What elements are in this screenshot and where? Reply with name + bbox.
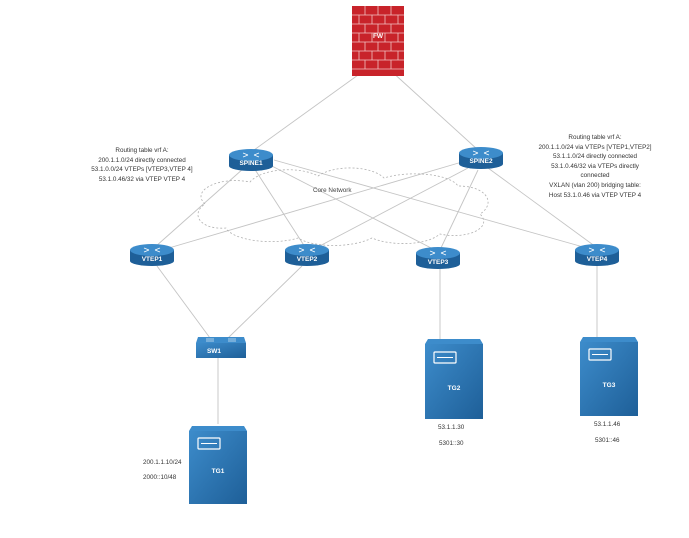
firewall-icon: FW: [352, 6, 404, 76]
tg2-ipv4: 53.1.1.30: [438, 424, 465, 431]
vtep4-label: VTEP4: [587, 256, 608, 263]
router-icon-spine1: SPINE1: [229, 149, 273, 171]
server-icon-tg2: TG2: [425, 339, 483, 419]
tg3-ipv6: 5301::46: [595, 437, 620, 444]
link-spine1-vtep4: [273, 159, 595, 251]
tg1-label: TG1: [212, 468, 225, 475]
tg3-ipv4: 53.1.1.46: [594, 421, 621, 428]
link-fw-spine1: [253, 69, 366, 151]
link-spine2-vtep4: [487, 167, 597, 248]
router-icon-vtep1: VTEP1: [130, 244, 174, 266]
note-line: 200.1.1.0/24 directly connected: [98, 156, 186, 164]
sw1-label: SW1: [207, 348, 221, 355]
tg1-ipv4: 200.1.1.10/24: [143, 459, 182, 466]
spine1-label: SPINE1: [239, 160, 263, 167]
note-line: 53.1.0.0/24 VTEPs [VTEP3,VTEP 4]: [91, 166, 193, 174]
link-vtep2-sw1: [227, 265, 303, 339]
tg1-ipv6: 2000::10/48: [143, 474, 177, 481]
core-network-cloud: [197, 167, 489, 246]
firewall-label: FW: [373, 33, 384, 40]
router-icon-vtep3: VTEP3: [416, 247, 460, 269]
note-line: Routing table vrf A:: [568, 134, 622, 141]
link-fw-spine2: [389, 69, 479, 151]
router-icon-spine2: SPINE2: [459, 147, 503, 169]
link-vtep1-sw1: [156, 265, 211, 339]
server-icon-tg3: TG3: [580, 337, 638, 416]
vtep3-label: VTEP3: [428, 259, 449, 266]
tg2-ipv6: 5301::30: [439, 440, 464, 447]
note-line: 53.1.1.0/24 directly connected: [552, 153, 637, 161]
link-spine1-vtep1: [154, 167, 245, 248]
switch-icon-sw1: SW1: [196, 337, 246, 358]
tg2-label: TG2: [448, 385, 461, 392]
server-icon-tg1: TG1: [189, 426, 247, 504]
link-spine2-vtep2: [311, 167, 469, 251]
note-line: Host 53.1.0.46 via VTEP VTEP 4: [548, 191, 642, 199]
link-spine2-vtep1: [161, 161, 463, 251]
link-spine2-vtep3: [439, 169, 479, 251]
core-network-label: Core Network: [313, 187, 352, 194]
note-line: 200.1.1.0/24 via VTEPs [VTEP1,VTEP2]: [538, 143, 652, 151]
spine1-routing-note: Routing table vrf A: 200.1.1.0/24 direct…: [82, 146, 202, 184]
spine2-label: SPINE2: [469, 158, 493, 165]
router-icon-vtep4: VTEP4: [575, 244, 619, 266]
note-line: Routing table vrf A:: [115, 147, 169, 154]
tg3-label: TG3: [603, 382, 616, 389]
vtep1-label: VTEP1: [142, 256, 163, 263]
link-spine1-vtep3: [267, 163, 436, 251]
note-line: 53.1.0.46/32 via VTEPs directly: [551, 162, 639, 170]
link-spine1-vtep2: [253, 167, 306, 248]
note-line: connected: [580, 172, 610, 180]
note-line: VXLAN (vlan 200) bridging table:: [549, 181, 641, 189]
links: [154, 69, 598, 424]
vtep2-label: VTEP2: [297, 256, 318, 263]
router-icon-vtep2: VTEP2: [285, 244, 329, 266]
spine2-routing-note: Routing table vrf A: 200.1.1.0/24 via VT…: [530, 133, 660, 200]
note-line: 53.1.0.46/32 via VTEP VTEP 4: [98, 175, 186, 183]
